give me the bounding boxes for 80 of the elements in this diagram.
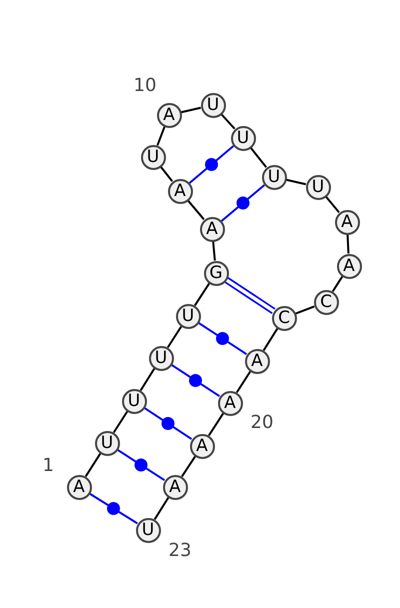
base-pair-line: [116, 448, 166, 482]
base-pair-line: [197, 322, 248, 356]
nucleotide-circle: [314, 290, 338, 314]
backbone-line: [220, 114, 236, 130]
nucleotide-circle: [334, 210, 360, 234]
nucleotide-circle: [94, 430, 120, 456]
backbone-line: [84, 453, 102, 477]
base-pair-line: [188, 145, 234, 184]
base-letter: A: [341, 214, 353, 230]
base-pair-line: [88, 492, 138, 524]
backbone-line: [194, 282, 210, 306]
nucleotide-circle: [148, 346, 174, 370]
base-letter: U: [154, 350, 168, 366]
backbone-line: [140, 368, 156, 391]
base-letter: A: [196, 438, 208, 454]
base-letter: U: [236, 130, 250, 146]
backbone-line: [262, 328, 278, 351]
base-letter: A: [169, 478, 181, 496]
base-letter: U: [100, 434, 114, 452]
nucleotide-circle: [156, 102, 182, 128]
nucleotide-circle: [336, 254, 362, 278]
double-base-pair-line: [224, 276, 276, 314]
base-letter: A: [206, 220, 218, 238]
nucleotide-circle: [190, 434, 214, 458]
base-letter: A: [73, 478, 85, 496]
nucleotide-circle: [262, 164, 286, 190]
nucleotide-circle: [200, 92, 226, 118]
base-letter: A: [251, 352, 263, 370]
nucleotide-circle: [168, 178, 192, 204]
base-pair-line: [143, 406, 193, 440]
backbone-line: [181, 456, 196, 478]
nucleotide-circle: [136, 518, 160, 542]
backbone-line: [325, 196, 340, 214]
position-number: 1: [42, 457, 54, 475]
nucleotide-circle: [66, 474, 92, 500]
backbone-line: [236, 370, 252, 394]
base-letter: A: [224, 394, 236, 412]
nucleotide-circle: [200, 216, 224, 242]
backbone-line: [286, 178, 306, 186]
nucleotide-circle: [162, 474, 188, 500]
backbone-line: [166, 326, 182, 348]
backbone-line: [208, 412, 224, 436]
base-letter: U: [142, 522, 154, 538]
base-letter: A: [343, 258, 355, 274]
nucleotide-circle: [218, 390, 242, 416]
nucleotide-circle: [122, 388, 146, 414]
nucleotide-circle: [230, 126, 256, 150]
nucleotide-circle: [176, 304, 200, 328]
backbone-line: [154, 497, 170, 520]
backbone-line: [212, 241, 216, 261]
base-pair-line: [170, 364, 221, 398]
backbone-line: [160, 166, 173, 182]
base-letter: A: [174, 182, 186, 200]
base-letter: U: [182, 308, 194, 324]
position-number: 20: [250, 414, 274, 432]
nucleotide-circle: [140, 144, 166, 170]
base-letter: U: [128, 392, 140, 410]
position-number: 10: [134, 77, 156, 95]
base-letter: G: [209, 264, 223, 282]
base-letter: A: [163, 106, 175, 124]
nucleotide-circle: [204, 260, 228, 286]
base-letter: C: [320, 294, 332, 310]
backbone-line: [187, 200, 205, 220]
base-letter: U: [312, 178, 324, 196]
backbone-line: [295, 306, 315, 314]
backbone-line: [112, 410, 128, 434]
backbone-line: [180, 106, 202, 114]
base-pair-line: [220, 184, 266, 222]
base-letter: U: [146, 148, 160, 166]
base-letter: C: [278, 310, 290, 326]
nucleotide-circle: [272, 306, 296, 330]
position-number: 23: [168, 542, 192, 560]
base-letter: U: [206, 96, 220, 114]
backbone-line: [250, 147, 267, 168]
backbone-line: [332, 276, 344, 292]
nucleotide-circle: [244, 348, 270, 374]
backbone-line: [156, 126, 166, 146]
backbone-line: [346, 234, 350, 254]
nucleotide-circle: [306, 174, 330, 200]
base-letter: U: [268, 168, 280, 186]
